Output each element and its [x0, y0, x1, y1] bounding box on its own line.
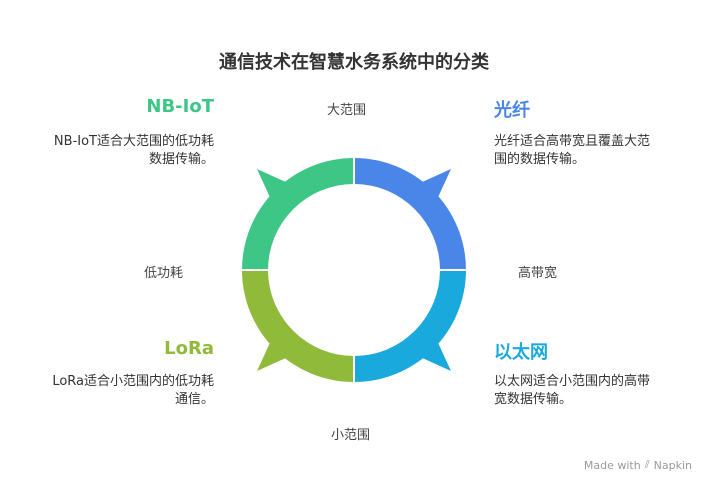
arrowhead-fiber	[398, 169, 451, 219]
ethernet-desc-line2: 宽数据传输。	[494, 392, 573, 407]
footer-text: Made with	[583, 458, 641, 472]
nbiot-desc-line2: 数据传输。	[148, 152, 214, 167]
nbiot-heading: NB-IoT	[146, 96, 214, 117]
ring-dividers	[236, 150, 472, 390]
nbiot-desc-line1: NB-IoT适合大范围的低功耗	[53, 134, 214, 149]
ring-segment-ethernet	[354, 270, 466, 382]
fiber-description: 光纤适合高带宽且覆盖大范 围的数据传输。	[494, 133, 650, 169]
arrowhead-lora	[257, 321, 310, 371]
ring-segments	[242, 158, 466, 382]
nbiot-description: NB-IoT适合大范围的低功耗 数据传输。	[54, 133, 214, 169]
fiber-heading: 光纤	[494, 100, 530, 121]
arrowhead-nbiot	[257, 169, 310, 219]
axis-label-left: 低功耗	[144, 266, 184, 281]
diagram-title: 通信技术在智慧水务系统中的分类	[219, 52, 489, 73]
axis-label-bottom: 小范围	[331, 428, 371, 443]
arrowhead-ethernet	[398, 321, 451, 371]
ring-segment-fiber	[354, 158, 466, 270]
lora-desc-line1: LoRa适合小范围内的低功耗	[52, 374, 214, 389]
footer-brand: Napkin	[653, 458, 692, 472]
ethernet-heading: 以太网	[494, 342, 548, 363]
axis-label-right: 高带宽	[518, 266, 558, 281]
ring-arrowheads	[257, 169, 451, 371]
ring-segment-nbiot	[242, 158, 354, 270]
ethernet-description: 以太网适合小范围内的高带 宽数据传输。	[494, 373, 650, 409]
footer-watermark: Made with ⫽ Napkin	[584, 458, 692, 472]
fiber-desc-line2: 围的数据传输。	[494, 152, 586, 167]
fiber-desc-line1: 光纤适合高带宽且覆盖大范	[494, 134, 651, 149]
napkin-logo-icon: ⫽	[644, 458, 650, 471]
axis-label-top: 大范围	[327, 103, 367, 118]
ethernet-desc-line1: 以太网适合小范围内的高带	[494, 374, 651, 389]
ring-segment-lora	[242, 270, 354, 382]
lora-desc-line2: 通信。	[174, 392, 214, 407]
lora-description: LoRa适合小范围内的低功耗 通信。	[52, 373, 214, 409]
lora-heading: LoRa	[164, 338, 214, 359]
